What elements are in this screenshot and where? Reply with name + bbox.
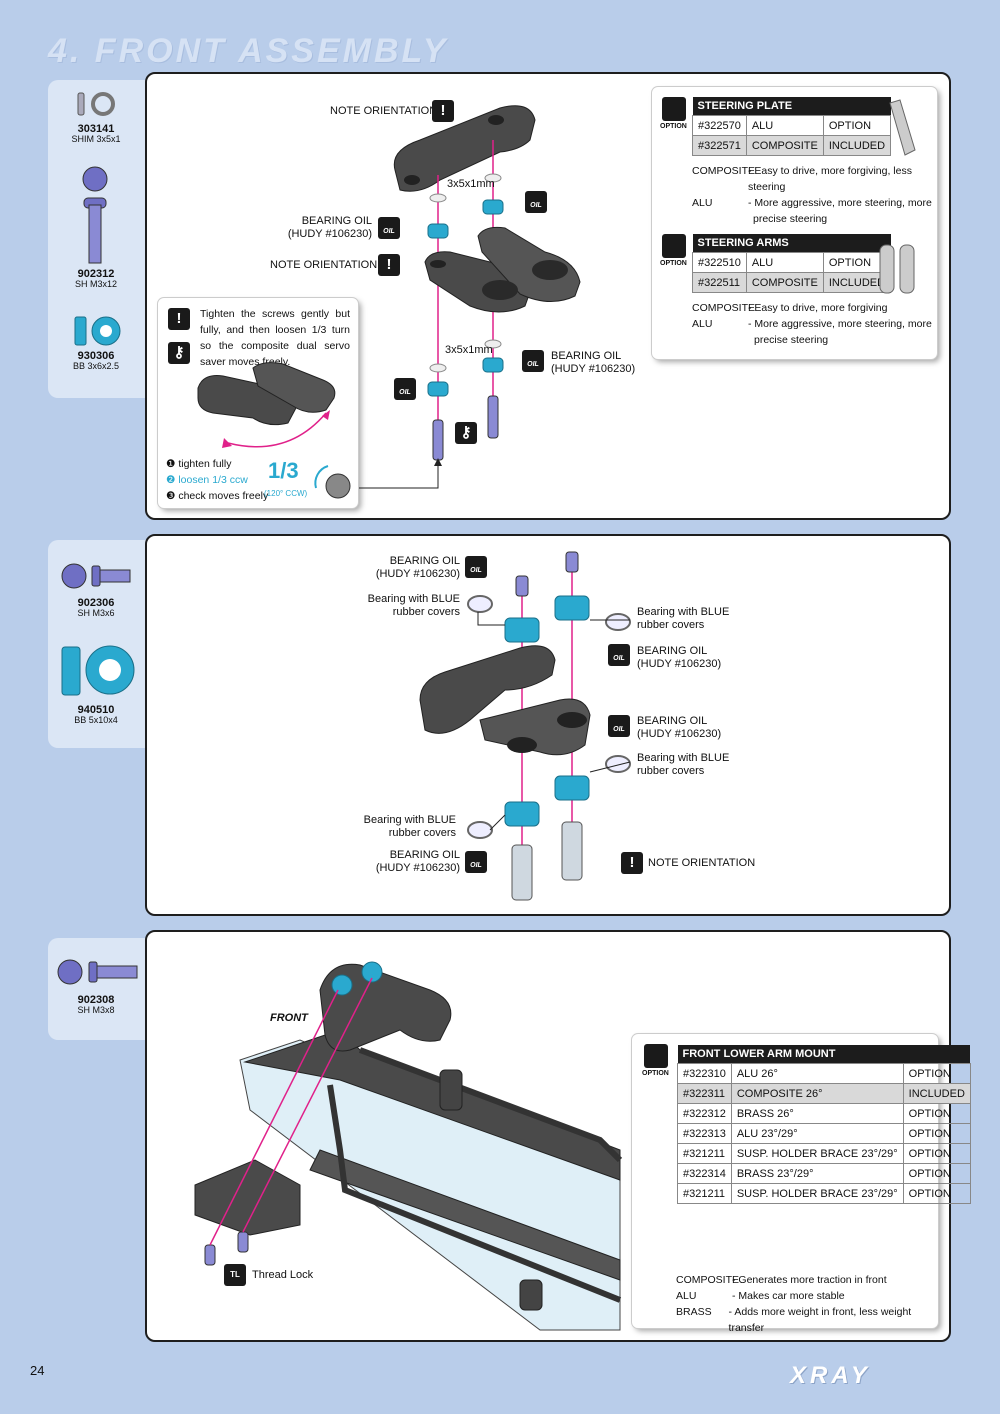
front-arm-mount-top	[319, 961, 452, 1052]
screw-m3x12-icon	[82, 166, 108, 264]
servo-saver-rotation-drawing	[197, 362, 351, 499]
axis-lines-3	[209, 977, 373, 1246]
chassis-drawing	[239, 1029, 623, 1331]
table-row: #322570 ALU OPTION	[692, 115, 892, 136]
oil-bottle-icon: OIL	[522, 350, 544, 372]
threadlock-label: Thread Lock	[252, 1269, 314, 1281]
part-902312: 902312 SH M3x12	[74, 268, 118, 290]
steering-arms-desc: COMPOSITE- Easy to drive, more forgiving…	[692, 302, 932, 346]
bearing-oil-label-tr: BEARING OIL (HUDY #106230)	[637, 645, 722, 670]
exclamation-icon: !	[432, 100, 454, 122]
bearing-5x10-icon	[61, 645, 135, 696]
thumbs-up-icon	[662, 234, 686, 258]
page-title: 4. FRONT ASSEMBLY	[48, 32, 449, 70]
thumbs-up-icon	[644, 1044, 668, 1068]
hex-driver-icon: ⚷	[455, 422, 477, 444]
shim-size-1: 3x5x1mm	[447, 178, 495, 190]
blue-bearing-label-mr: Bearing with BLUE rubber covers	[637, 752, 730, 777]
blue-bearing-label-tr: Bearing with BLUE rubber covers	[637, 606, 730, 631]
posts	[511, 821, 583, 901]
exclamation-icon: !	[168, 308, 190, 330]
bearing-oil-label-bl: BEARING OIL (HUDY #106230)	[375, 849, 460, 874]
steering-plate-drawing	[393, 105, 536, 192]
bearing-oil-label-2: BEARING OIL (HUDY #106230)	[551, 350, 636, 375]
blue-cover-bearings	[467, 595, 631, 839]
option-label: OPTION	[660, 123, 687, 130]
oil-bottle-icon: OIL	[525, 191, 547, 213]
bearing-oil-label-1: BEARING OIL (HUDY #106230)	[287, 215, 372, 240]
connector-lines	[477, 612, 631, 831]
bearings-5x10	[504, 595, 590, 827]
exclamation-icon: !	[378, 254, 400, 276]
steering-arms-table: STEERING ARMS #322510 ALU OPTION #322511…	[692, 234, 892, 293]
table-row: #322510 ALU OPTION	[692, 252, 892, 273]
screw-m3x8-icon	[57, 959, 138, 985]
shim-washers	[429, 173, 502, 373]
oil-bottle-icon: OIL	[378, 217, 400, 239]
steering-plate-title: STEERING PLATE	[692, 97, 891, 116]
table-row: #322571 COMPOSITE INCLUDED	[692, 135, 892, 156]
hex-driver-icon: ⚷	[168, 342, 190, 364]
blue-bearing-label-tl: Bearing with BLUE rubber covers	[367, 593, 460, 618]
screws-m3x12	[432, 395, 499, 461]
fraction-label: 1/3	[268, 458, 299, 483]
note-orientation-2: NOTE ORIENTATION	[270, 259, 378, 271]
page-number: 24	[30, 1363, 45, 1378]
table-row: #322511 COMPOSITE INCLUDED	[692, 272, 892, 293]
servo-saver-body-2	[419, 645, 591, 756]
part-902308: 902308 SH M3x8	[77, 994, 115, 1016]
lower-arm-mount-title: FRONT LOWER ARM MOUNT	[677, 1045, 971, 1064]
part-902306: 902306 SH M3x6	[77, 597, 115, 619]
shim-size-2: 3x5x1mm	[445, 344, 493, 356]
shim-icon	[77, 92, 115, 116]
part-940510: 940510 BB 5x10x4	[74, 704, 118, 726]
front-arm-mount-bottom	[194, 1159, 301, 1236]
blue-bearing-label-bl: Bearing with BLUE rubber covers	[363, 814, 456, 839]
oil-bottle-icon: OIL	[394, 378, 416, 400]
tightening-tip-box: ! ⚷ Tighten the screws gently but fully,…	[158, 298, 358, 508]
oil-bottle-icon: OIL	[465, 556, 487, 578]
bearing-3x6-icon	[74, 316, 121, 346]
oil-bottle-icon: OIL	[465, 851, 487, 873]
tip-steps: ❶ tighten fully ❷ loosen 1/3 ccw ❸ check…	[166, 458, 269, 502]
lower-arm-mount-desc: COMPOSITE- Generates more traction in fr…	[676, 1274, 912, 1334]
parts-tab-3	[48, 938, 148, 1040]
option-label: OPTION	[642, 1070, 669, 1077]
oil-bottle-icon: OIL	[608, 715, 630, 737]
bearing-oil-label-mr: BEARING OIL (HUDY #106230)	[637, 715, 722, 740]
small-bearings	[427, 199, 504, 397]
xray-logo: XRAY	[790, 1362, 871, 1389]
front-label: FRONT	[270, 1012, 308, 1024]
note-orientation-3: NOTE ORIENTATION	[648, 857, 756, 869]
steering-plate-table: STEERING PLATE #322570 ALU OPTION #32257…	[692, 97, 892, 156]
servo-saver-arms-drawing	[424, 226, 581, 313]
steering-plate-desc: COMPOSITE- Easy to drive, more forgiving…	[692, 165, 932, 225]
bearing-oil-label-tl: BEARING OIL (HUDY #106230)	[375, 555, 460, 580]
oil-bottle-icon: OIL	[608, 644, 630, 666]
screws-m3x6	[515, 551, 579, 597]
note-orientation-1: NOTE ORIENTATION	[330, 105, 438, 117]
exclamation-icon: !	[621, 852, 643, 874]
screw-m3x6-icon	[61, 563, 131, 589]
steering-arms-title: STEERING ARMS	[692, 234, 891, 253]
part-930306: 930306 BB 3x6x2.5	[72, 350, 120, 372]
angle-label: (120° CCW)	[264, 489, 308, 498]
thumbs-up-icon	[662, 97, 686, 121]
part-303141: 303141 SHIM 3x5x1	[71, 123, 121, 145]
threadlock-icon: TL	[224, 1264, 246, 1286]
option-label: OPTION	[660, 260, 687, 267]
